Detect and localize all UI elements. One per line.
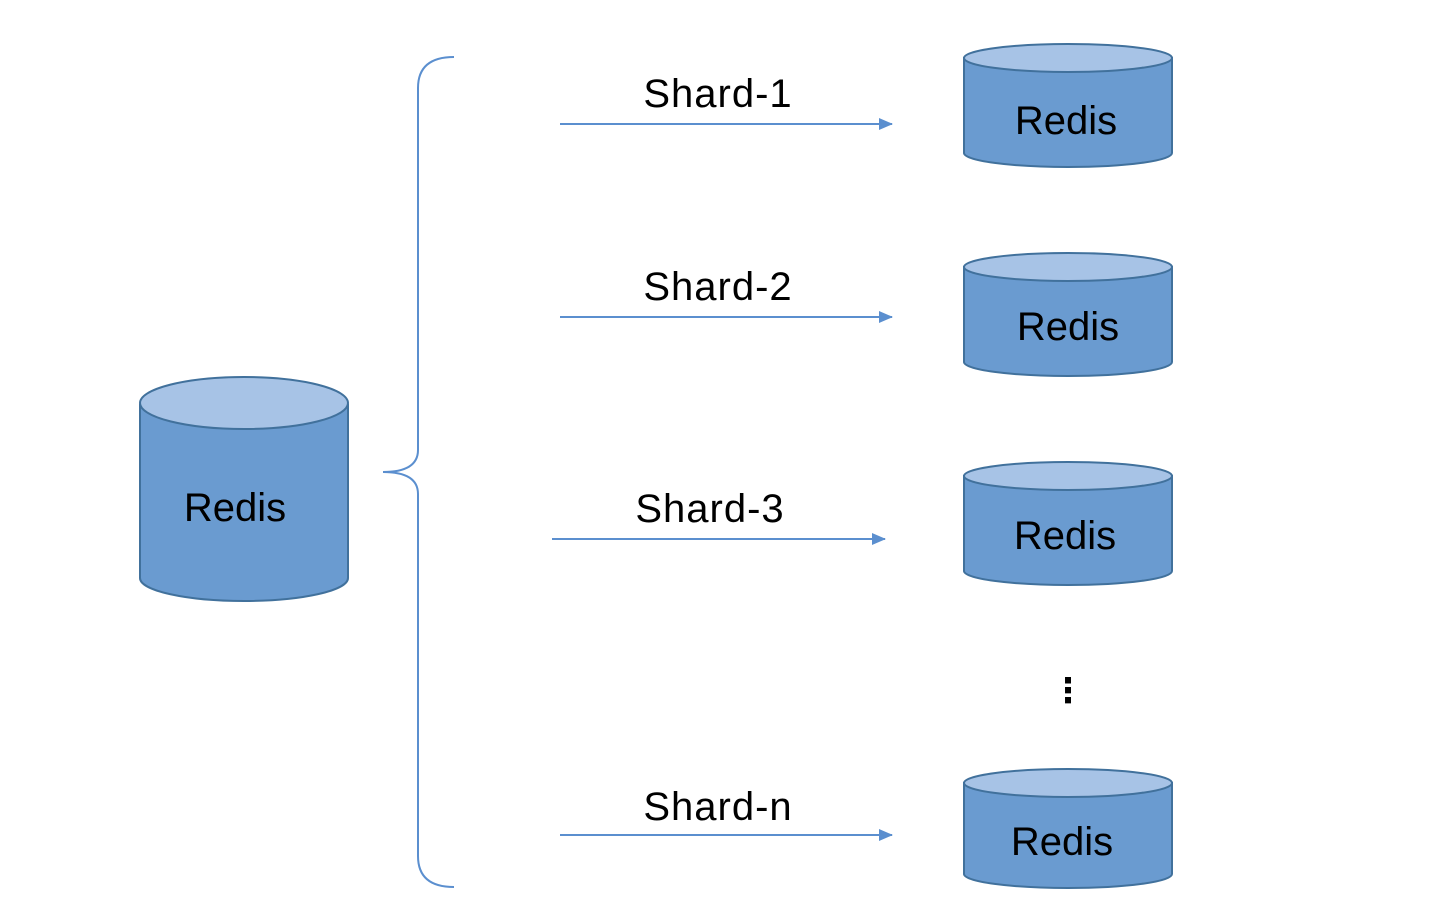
target-cylinder-top-2 <box>963 252 1173 282</box>
target-cylinder-top-3 <box>963 461 1173 491</box>
target-cylinder-body-1 <box>963 57 1173 168</box>
curly-brace <box>382 56 455 888</box>
shard-row-n: Shard-n Redis <box>560 768 1173 889</box>
target-cylinder-body-3 <box>963 475 1173 586</box>
shard-label-3: Shard-3 <box>635 487 784 531</box>
target-cylinder-body-2 <box>963 266 1173 377</box>
target-redis-cylinder-1: Redis <box>963 43 1173 168</box>
shard-row-3: Shard-3 Redis <box>552 461 1173 586</box>
target-cylinder-top-n <box>963 768 1173 798</box>
vertical-ellipsis: ⋮ <box>1051 672 1085 710</box>
source-cylinder-top <box>139 376 349 430</box>
target-redis-cylinder-n: Redis <box>963 768 1173 889</box>
shard-label-2: Shard-2 <box>643 265 792 309</box>
target-redis-label-1: Redis <box>1015 99 1117 143</box>
shard-label-n: Shard-n <box>643 785 792 829</box>
target-redis-label-3: Redis <box>1014 514 1116 558</box>
shard-label-1: Shard-1 <box>643 72 792 116</box>
source-redis-label: Redis <box>184 486 286 530</box>
target-redis-cylinder-2: Redis <box>963 252 1173 377</box>
target-redis-cylinder-3: Redis <box>963 461 1173 586</box>
target-redis-label-2: Redis <box>1017 305 1119 349</box>
source-redis-cylinder: Redis <box>139 376 349 602</box>
target-cylinder-body-n <box>963 782 1173 889</box>
shard-row-1: Shard-1 Redis <box>560 43 1173 168</box>
target-cylinder-top-1 <box>963 43 1173 73</box>
source-cylinder-body <box>139 404 349 602</box>
target-redis-label-n: Redis <box>1011 820 1113 864</box>
shard-row-2: Shard-2 Redis <box>560 252 1173 377</box>
